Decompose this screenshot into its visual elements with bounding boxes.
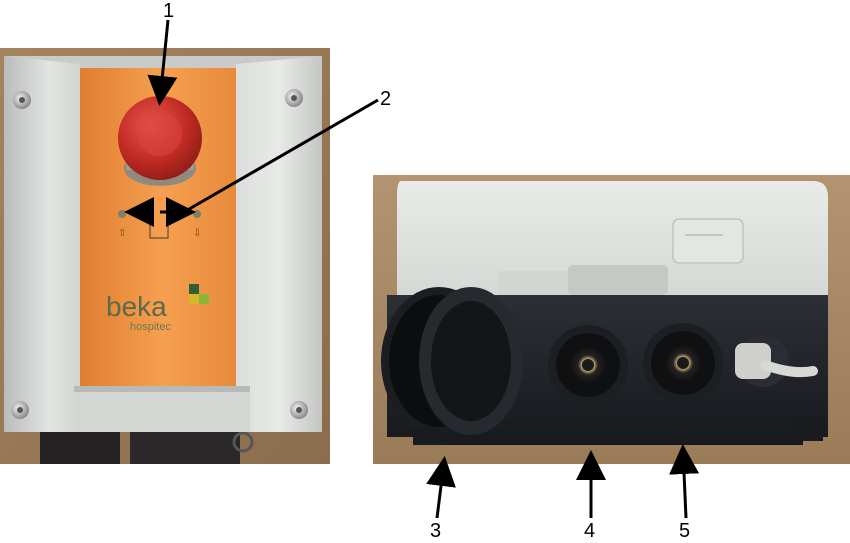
callout-arrow-3 [426,456,456,519]
device-front-illustration: ⇧ ⇩ beka hospitec [0,48,330,464]
callout-label-3: 3 [430,520,442,542]
svg-text:⇧: ⇧ [118,228,126,239]
svg-text:⇩: ⇩ [193,228,201,239]
callout-label-5: 5 [679,520,691,542]
device-front-photo: ⇧ ⇩ beka hospitec [0,48,330,464]
device-bottom-photo [373,175,850,464]
callout-label-2: 2 [380,88,392,110]
device-bottom-illustration [373,175,850,464]
callout-label-4: 4 [584,520,596,542]
callout-label-1: 1 [163,0,175,22]
beka-logo-text: beka [106,291,167,322]
hospitec-logo-text: hospitec [130,321,171,333]
